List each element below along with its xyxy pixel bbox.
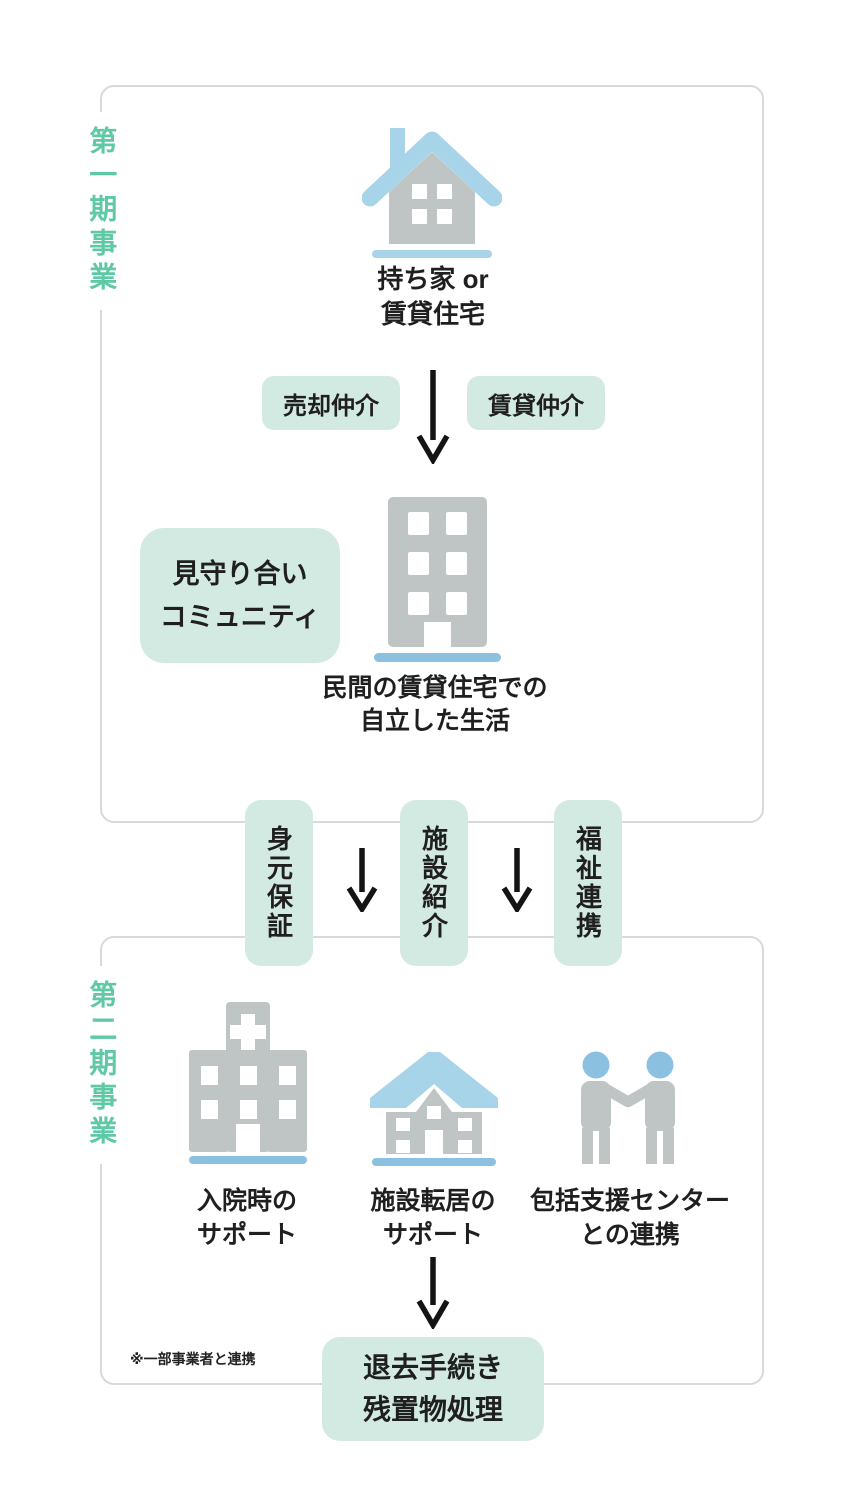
apartment-building-icon: [374, 497, 501, 662]
building-caption: 民間の賃貸住宅での 自立した生活: [308, 672, 562, 738]
building-caption-line1: 民間の賃貸住宅での: [322, 674, 548, 702]
community-badge-line1: 見守り合い: [172, 558, 308, 589]
phase1-title: 第一期事業: [84, 112, 119, 310]
pill-identity-guarantee: 身元保証: [245, 800, 313, 966]
partnership-caption-line2: との連携: [580, 1221, 680, 1249]
arrow-down-icon: [416, 370, 450, 464]
pill-facility-referral: 施設紹介: [400, 800, 468, 966]
community-badge-line2: コミュニティ: [159, 601, 321, 632]
hospital-caption-line1: 入院時の: [196, 1187, 297, 1215]
building-caption-line2: 自立した生活: [359, 707, 510, 735]
arrow-down-icon: [416, 1257, 450, 1329]
house-caption: 持ち家 or 賃貸住宅: [333, 262, 533, 332]
partnership-note: ※一部事業者と連携: [130, 1351, 256, 1367]
arrow-down-icon: [501, 848, 533, 912]
community-badge: 見守り合い コミュニティ: [140, 528, 340, 663]
relocation-caption-line1: 施設転居の: [370, 1187, 496, 1215]
phase2-title: 第二期事業: [84, 966, 119, 1164]
pill-rent-mediation: 賃貸仲介: [467, 376, 605, 430]
hospital-caption: 入院時の サポート: [147, 1184, 347, 1252]
handshake-icon: [581, 1051, 675, 1164]
house-caption-line2: 賃貸住宅: [380, 299, 485, 329]
pill-welfare-cooperation: 福祉連携: [554, 800, 622, 966]
partnership-caption: 包括支援センター との連携: [503, 1184, 757, 1252]
exit-badge-line1: 退去手続き: [362, 1352, 503, 1383]
hospital-icon: [189, 1002, 307, 1164]
partnership-caption-line1: 包括支援センター: [529, 1187, 730, 1215]
facility-house-icon: [370, 1052, 498, 1166]
house-caption-line1: 持ち家 or: [377, 264, 489, 294]
hospital-caption-line2: サポート: [196, 1221, 297, 1249]
exit-badge-line2: 残置物処理: [362, 1394, 503, 1425]
relocation-caption: 施設転居の サポート: [333, 1184, 533, 1252]
exit-badge: 退去手続き 残置物処理: [322, 1337, 544, 1441]
relocation-caption-line2: サポート: [382, 1221, 483, 1249]
pill-sell-mediation: 売却仲介: [262, 376, 400, 430]
arrow-down-icon: [346, 848, 378, 912]
house-icon: [362, 128, 502, 258]
